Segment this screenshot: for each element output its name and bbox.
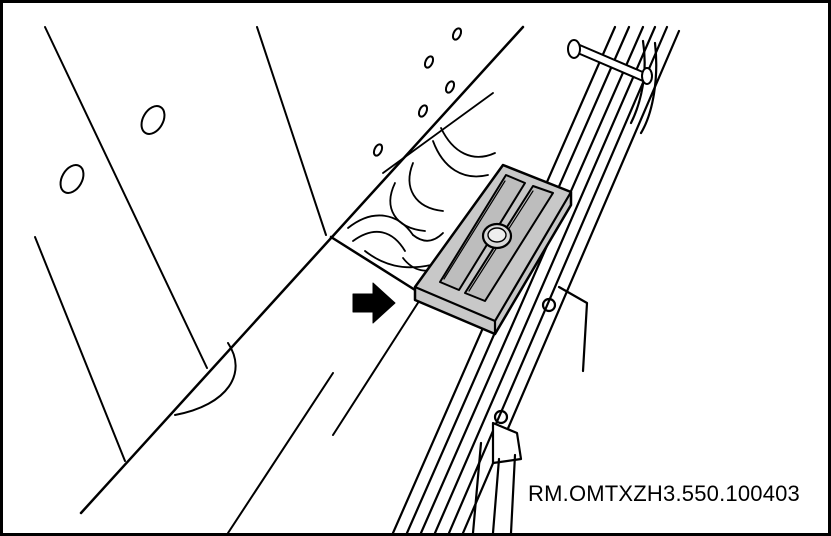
cab-side-panel	[34, 26, 327, 462]
leaf-spring-pack	[391, 25, 681, 533]
figure-reference-code: RM.OMTXZH3.550.100403	[526, 481, 802, 507]
spring-bracket	[471, 285, 589, 533]
arrow-right-icon	[352, 282, 396, 324]
leaf-spring-pad-illustration	[34, 25, 681, 533]
rubber-bump-pad	[413, 163, 573, 336]
shackle-bolt	[567, 39, 653, 85]
underbody-cutaway	[347, 92, 496, 272]
frame-rail	[79, 25, 525, 533]
